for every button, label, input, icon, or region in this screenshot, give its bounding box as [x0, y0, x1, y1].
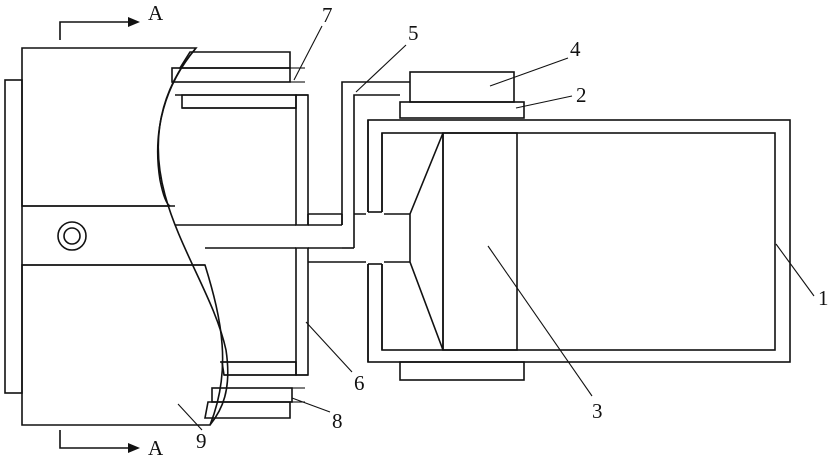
section-marker-top: A: [60, 1, 164, 40]
callout-1: 1: [818, 286, 829, 310]
left-body-part-9: [5, 48, 223, 425]
section-marker-bottom: A: [60, 430, 164, 460]
piston-head-part-3: [410, 133, 517, 350]
callout-6: 6: [354, 371, 365, 395]
right-cylinder-part-1: [366, 120, 790, 362]
upper-guide-rail-part-7: [172, 52, 305, 82]
section-label-top: A: [148, 1, 164, 25]
callout-4: 4: [570, 37, 581, 61]
callout-3: 3: [592, 399, 603, 423]
valve-plate-part-2: [400, 102, 524, 118]
callout-5: 5: [408, 21, 419, 45]
callout-8: 8: [332, 409, 343, 433]
leader-lines: [178, 26, 814, 430]
callout-2: 2: [576, 83, 587, 107]
callout-9: 9: [196, 429, 207, 453]
top-block-part-4: [410, 72, 514, 102]
middle-housing-part-6: [175, 95, 308, 375]
callout-7: 7: [322, 3, 333, 27]
break-line: [158, 48, 228, 425]
section-label-bottom: A: [148, 436, 164, 460]
pivot-circle: [58, 222, 86, 250]
bottom-foot: [400, 362, 524, 380]
